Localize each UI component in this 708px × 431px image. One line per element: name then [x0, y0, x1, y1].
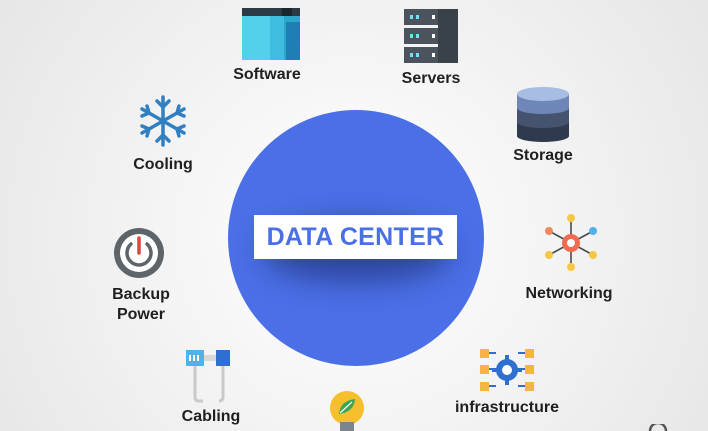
component-label: Servers — [401, 70, 461, 87]
component-label: Cabling — [181, 408, 241, 425]
component-label: Networking — [525, 285, 613, 302]
server-rack-icon — [404, 9, 458, 63]
software-window-icon — [242, 8, 300, 60]
infrastructure-gear-icon — [480, 349, 534, 391]
partial-icon — [648, 424, 668, 431]
component-label: infrastructure — [454, 399, 560, 416]
storage-cylinder-icon — [517, 87, 569, 142]
hub-title: DATA CENTER — [254, 215, 457, 259]
snowflake-icon — [140, 95, 186, 147]
network-hub-icon — [545, 214, 597, 271]
component-label: Storage — [513, 147, 573, 164]
component-label: Cooling — [133, 156, 193, 173]
lightbulb-leaf-icon — [330, 391, 364, 431]
ethernet-cable-icon — [186, 350, 230, 403]
component-label: Backup Power — [112, 286, 170, 323]
power-button-icon — [114, 228, 164, 278]
component-label: Software — [233, 66, 301, 83]
